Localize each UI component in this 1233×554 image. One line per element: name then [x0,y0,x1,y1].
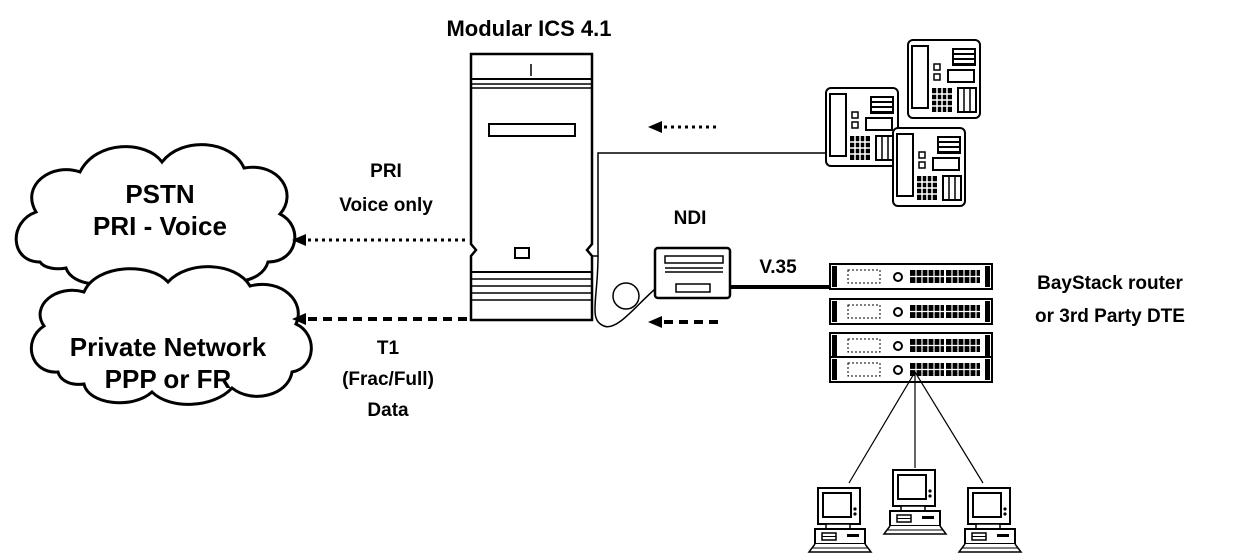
pri-label-line2: Voice only [339,195,433,216]
router-label-line1: BayStack router [1037,273,1183,294]
pstn-label-line2: PRI - Voice [93,211,227,241]
pc-2 [883,469,947,535]
v35-label: V.35 [759,257,797,278]
cable-coil [612,282,640,310]
data-arrow-bottom [648,316,720,328]
voice-arrow-top [648,121,718,133]
diagram-title: Modular ICS 4.1 [446,16,611,41]
pc-1 [808,487,872,553]
t1-label-line1: T1 [377,338,400,359]
ndi-cable [594,255,661,328]
pri-label-line1: PRI [370,161,402,182]
router-stack [829,263,993,383]
t1-label-line2: (Frac/Full) [342,369,434,390]
phone-1 [907,39,981,119]
pstn-label-line1: PSTN [125,179,194,209]
ndi-label: NDI [674,208,707,229]
private-network-label-line2: PPP or FR [105,364,232,394]
t1-label-line3: Data [367,400,409,421]
private-network-cloud: Private Network PPP or FR [29,265,313,406]
ndi-device [653,246,732,300]
pc-3 [958,487,1022,553]
modular-ics-cabinet [469,52,594,322]
router-label-line2: or 3rd Party DTE [1035,306,1185,327]
phone-2 [825,87,899,167]
t1-arrow [292,313,468,325]
phone-3 [892,127,966,207]
private-network-label-line1: Private Network [70,332,267,362]
pri-arrow [292,234,468,246]
lan-wires [848,371,984,484]
pstn-cloud: PSTN PRI - Voice [14,143,297,289]
phone-line [592,152,828,257]
